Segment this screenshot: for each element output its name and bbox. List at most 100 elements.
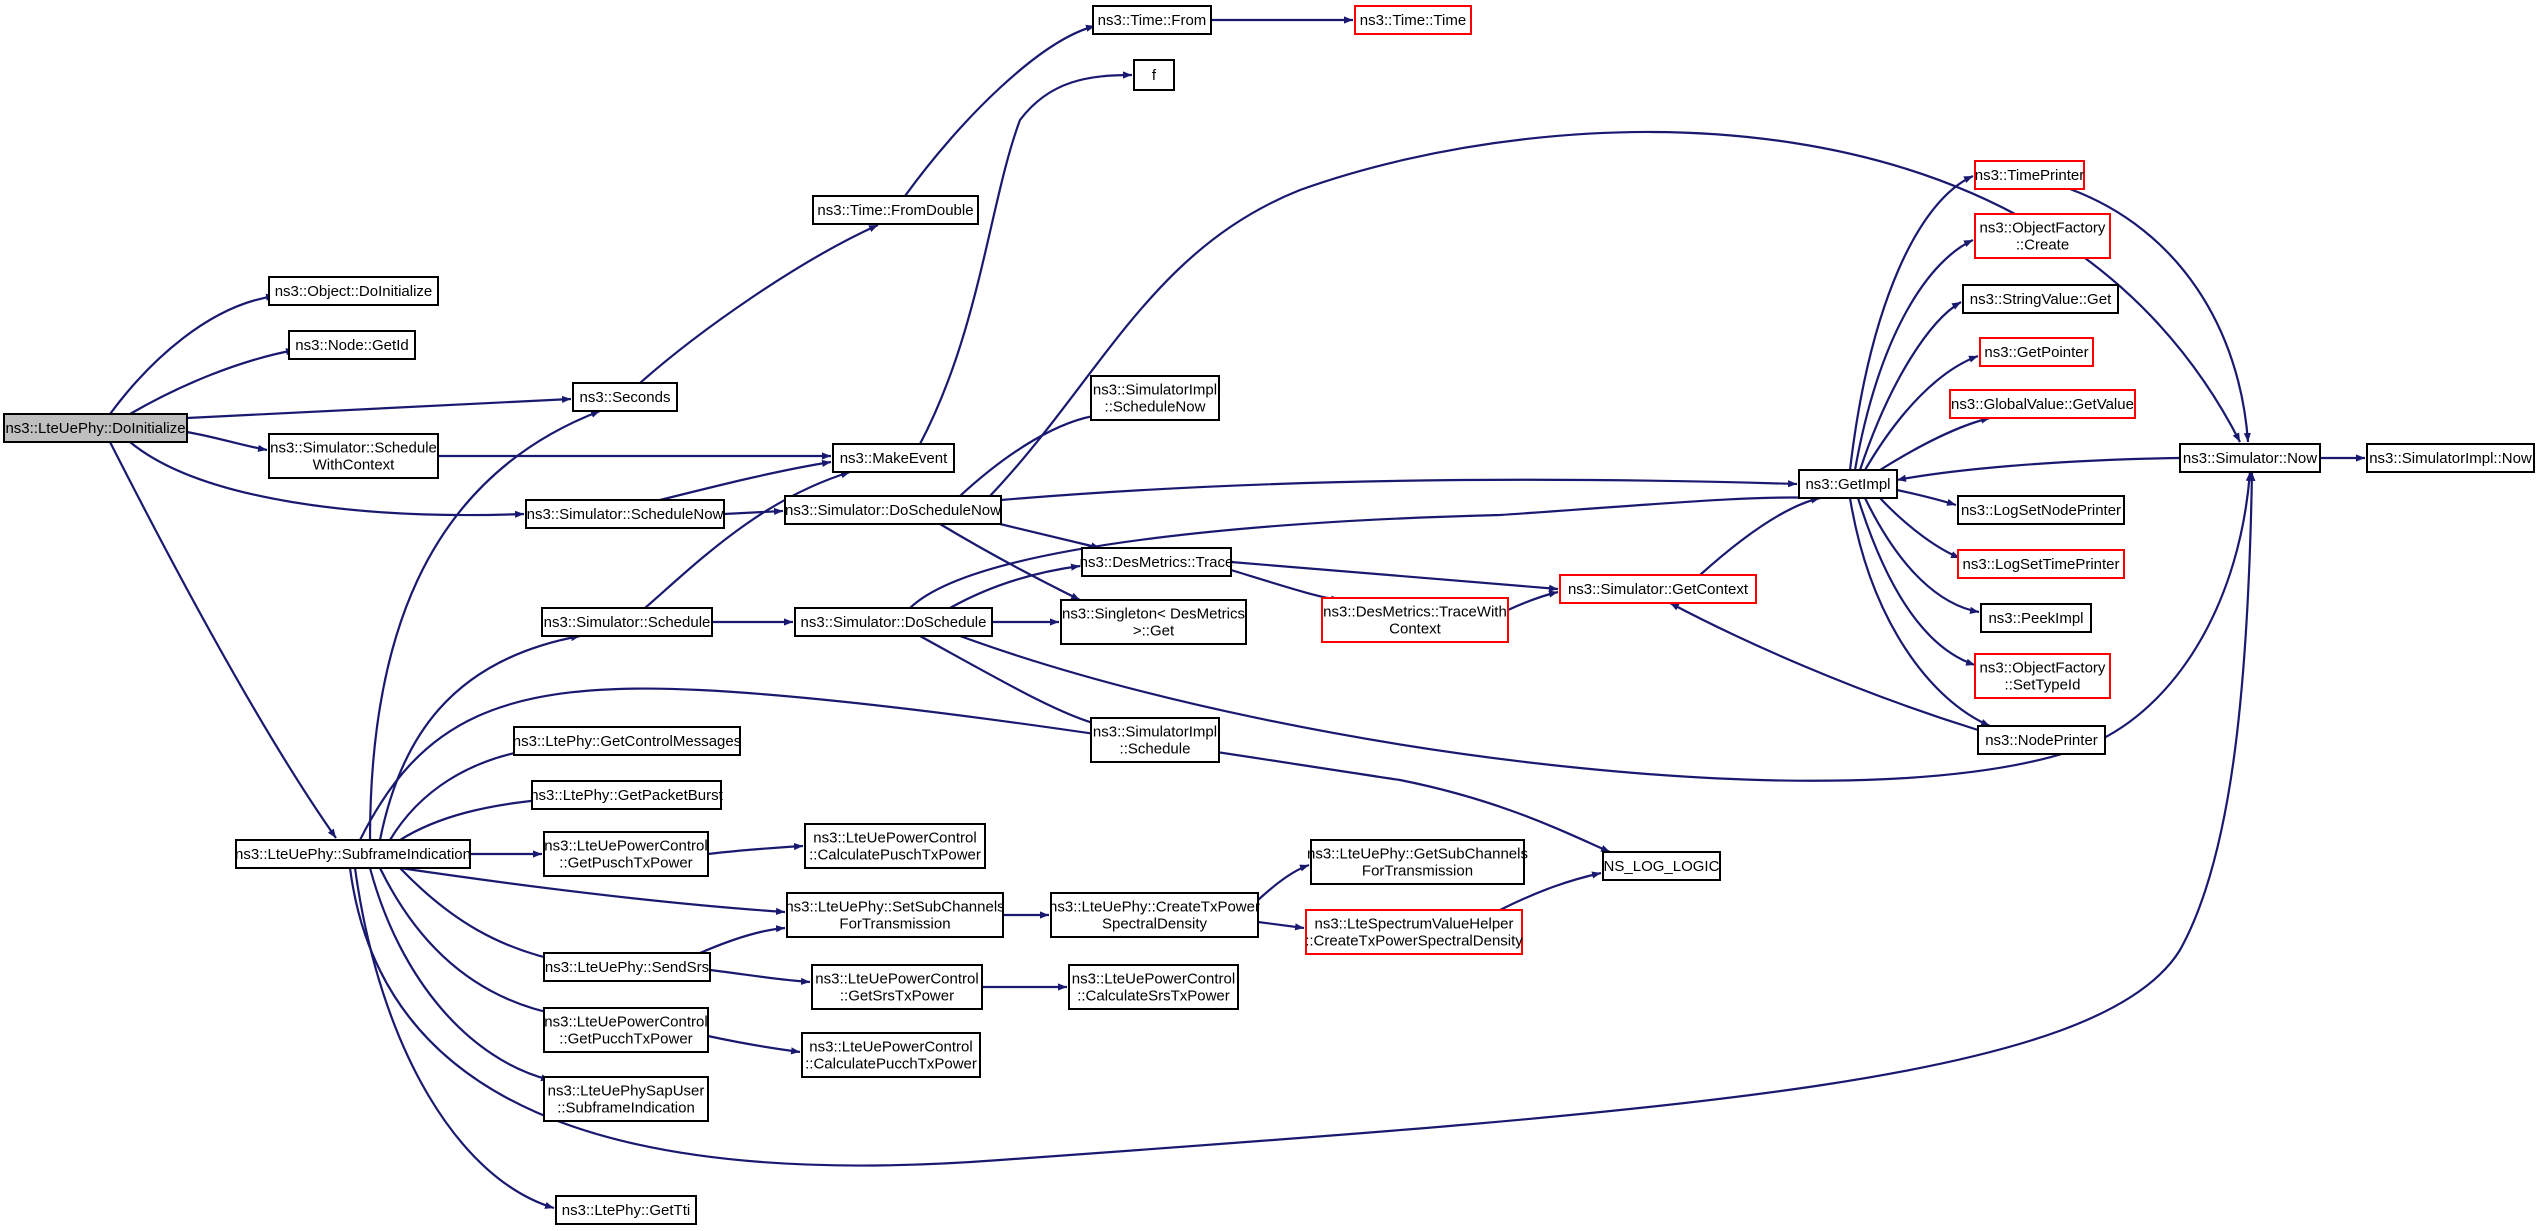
edge-sendsrs-to-pc_getsrs — [709, 968, 811, 985]
graph-node-getsubch[interactable]: ns3::LteUePhy::GetSubChannelsForTransmis… — [1307, 839, 1528, 885]
graph-node-pc-getpusch[interactable]: ns3::LteUePowerControl::GetPuschTxPower — [543, 831, 709, 877]
node-label: ns3::LogSetTimePrinter — [1962, 556, 2119, 573]
graph-node-globalvalue[interactable]: ns3::GlobalValue::GetValue — [1949, 389, 2136, 419]
graph-node-makeevent[interactable]: ns3::MakeEvent — [832, 443, 955, 473]
node-box — [531, 780, 722, 810]
node-label: ns3::Simulator::DoSchedule — [801, 614, 987, 631]
graph-node-createtxpsd[interactable]: ns3::LteUePhy::CreateTxPowerSpectralDens… — [1049, 892, 1260, 938]
node-label: ::CalculatePuschTxPower — [809, 847, 981, 864]
graph-node-time-fromdouble[interactable]: ns3::Time::FromDouble — [812, 195, 979, 225]
node-box — [525, 499, 725, 529]
node-label: ns3::Simulator::GetContext — [1568, 581, 1749, 598]
edge-seconds-to-time_fromdouble — [639, 223, 879, 384]
graph-node-ltephy-getctrl[interactable]: ns3::LtePhy::GetControlMessages — [513, 726, 741, 756]
node-label: ns3::LteUePowerControl — [1072, 971, 1235, 988]
graph-node-lognodeprinter[interactable]: ns3::LogSetNodePrinter — [1957, 495, 2125, 525]
edge-subframe-to-sim_schedule — [378, 634, 581, 841]
node-label: ns3::SimulatorImpl — [1093, 382, 1217, 399]
node-label: ns3::NodePrinter — [1985, 732, 2098, 749]
graph-node-ltephy-gettti[interactable]: ns3::LtePhy::GetTti — [555, 1195, 697, 1225]
graph-node-doschednow[interactable]: ns3::Simulator::DoScheduleNow — [784, 495, 1002, 525]
edges-layer — [109, 16, 2365, 1210]
node-label: ns3::LteUePhy::DoInitialize — [5, 420, 185, 437]
node-label: ::Schedule — [1120, 741, 1191, 758]
graph-node-sendsrs[interactable]: ns3::LteUePhy::SendSrs — [543, 952, 711, 982]
graph-node-ltephy-getpkt[interactable]: ns3::LtePhy::GetPacketBurst — [530, 780, 724, 810]
graph-node-desmetrics-trace[interactable]: ns3::DesMetrics::Trace — [1080, 547, 1234, 577]
graph-node-logtimeprinter[interactable]: ns3::LogSetTimePrinter — [1957, 549, 2125, 579]
graph-node-nslog[interactable]: NS_LOG_LOGIC — [1602, 851, 1721, 881]
node-label: ns3::LteUePowerControl — [544, 838, 707, 855]
graph-node-sim-schedule[interactable]: ns3::Simulator::Schedule — [541, 607, 713, 637]
graph-node-time-from[interactable]: ns3::Time::From — [1092, 5, 1212, 35]
graph-node-pc-calcpucch[interactable]: ns3::LteUePowerControl::CalculatePucchTx… — [801, 1032, 981, 1078]
node-box — [2366, 443, 2535, 473]
node-box — [1957, 549, 2125, 579]
edge-subframe-to-sendsrs — [399, 867, 571, 965]
node-box — [543, 952, 711, 982]
node-label: ::SubframeIndication — [557, 1100, 695, 1117]
node-label: ns3::MakeEvent — [840, 450, 948, 467]
edge-getimpl-to-globalvalue — [1879, 416, 1991, 471]
graph-node-simimpl-sched[interactable]: ns3::SimulatorImpl::Schedule — [1090, 717, 1220, 763]
node-label: ns3::Simulator::Schedule — [544, 614, 711, 631]
node-label: ns3::LtePhy::GetControlMessages — [513, 733, 741, 750]
graph-node-node-getid[interactable]: ns3::Node::GetId — [288, 330, 416, 360]
edge-subframe-to-sim_now — [348, 471, 2256, 1167]
graph-node-singleton[interactable]: ns3::Singleton< DesMetrics>::Get — [1060, 599, 1247, 645]
graph-node-pc-getsrs[interactable]: ns3::LteUePowerControl::GetSrsTxPower — [811, 964, 983, 1010]
graph-node-timeprinter[interactable]: ns3::TimePrinter — [1974, 160, 2085, 190]
node-box — [804, 823, 986, 869]
node-box — [1092, 5, 1212, 35]
graph-node-seconds[interactable]: ns3::Seconds — [572, 382, 678, 412]
graph-node-getpointer[interactable]: ns3::GetPointer — [1979, 337, 2094, 367]
graph-node-setsubch[interactable]: ns3::LteUePhy::SetSubChannelsForTransmis… — [785, 892, 1005, 938]
graph-node-peekimpl[interactable]: ns3::PeekImpl — [1980, 603, 2092, 633]
graph-node-lsvh-create[interactable]: ns3::LteSpectrumValueHelper::CreateTxPow… — [1305, 909, 1523, 955]
graph-node-simimpl-schednow[interactable]: ns3::SimulatorImpl::ScheduleNow — [1090, 375, 1220, 421]
graph-node-dosched[interactable]: ns3::Simulator::DoSchedule — [794, 607, 993, 637]
graph-node-pc-calcsrs[interactable]: ns3::LteUePowerControl::CalculateSrsTxPo… — [1068, 964, 1239, 1010]
edge-root-to-node_getid — [129, 348, 296, 415]
graph-node-stringvalue-get[interactable]: ns3::StringValue::Get — [1962, 284, 2119, 314]
node-box — [1602, 851, 1721, 881]
graph-node-sched-now[interactable]: ns3::Simulator::ScheduleNow — [525, 499, 725, 529]
graph-node-getimpl[interactable]: ns3::GetImpl — [1798, 469, 1898, 499]
node-box — [1090, 375, 1220, 421]
graph-node-objfactory-create[interactable]: ns3::ObjectFactory::Create — [1974, 213, 2111, 259]
node-box — [543, 1076, 709, 1122]
edge-desmetrics_trace-to-getcontext — [1230, 560, 1559, 592]
node-label: ns3::Node::GetId — [295, 337, 408, 354]
node-box — [832, 443, 955, 473]
edge-getimpl-to-timeprinter — [1848, 174, 1974, 471]
graph-node-f[interactable]: f — [1133, 59, 1175, 91]
graph-node-obj-doinit[interactable]: ns3::Object::DoInitialize — [268, 276, 439, 306]
graph-node-simimpl-now[interactable]: ns3::SimulatorImpl::Now — [2366, 443, 2535, 473]
node-label: ns3::LtePhy::GetTti — [562, 1202, 690, 1219]
node-box — [1068, 964, 1239, 1010]
graph-node-time-time[interactable]: ns3::Time::Time — [1354, 5, 1472, 35]
node-label: ns3::SimulatorImpl — [1093, 724, 1217, 741]
node-label: ns3::LteUePhy::SubframeIndication — [235, 846, 471, 863]
node-label: ns3::LteUePhy::GetSubChannels — [1307, 846, 1528, 863]
node-box — [1090, 717, 1220, 763]
edge-subframe-to-ltephy_gettti — [353, 867, 555, 1210]
node-label: ns3::Simulator::ScheduleNow — [527, 506, 724, 523]
graph-node-nodeprinter[interactable]: ns3::NodePrinter — [1977, 725, 2106, 755]
node-label: ns3::LteUePhy::SendSrs — [545, 959, 709, 976]
node-box — [1974, 160, 2085, 190]
graph-node-pc-calcpusch[interactable]: ns3::LteUePowerControl::CalculatePuschTx… — [804, 823, 986, 869]
edge-doschednow-to-getimpl — [1000, 478, 1798, 502]
edge-root-to-subframe — [109, 441, 337, 839]
node-box — [1977, 725, 2106, 755]
graph-node-pc-getpucch[interactable]: ns3::LteUePowerControl::GetPucchTxPower — [543, 1007, 709, 1053]
graph-node-sapuser[interactable]: ns3::LteUePhySapUser::SubframeIndication — [543, 1076, 709, 1122]
node-label: ForTransmission — [1362, 863, 1473, 880]
graph-node-objfactory-settypeid[interactable]: ns3::ObjectFactory::SetTypeId — [1974, 653, 2111, 699]
graph-node-getcontext[interactable]: ns3::Simulator::GetContext — [1559, 574, 1757, 604]
graph-node-subframe[interactable]: ns3::LteUePhy::SubframeIndication — [235, 839, 471, 869]
graph-node-sim-now[interactable]: ns3::Simulator::Now — [2179, 443, 2321, 473]
